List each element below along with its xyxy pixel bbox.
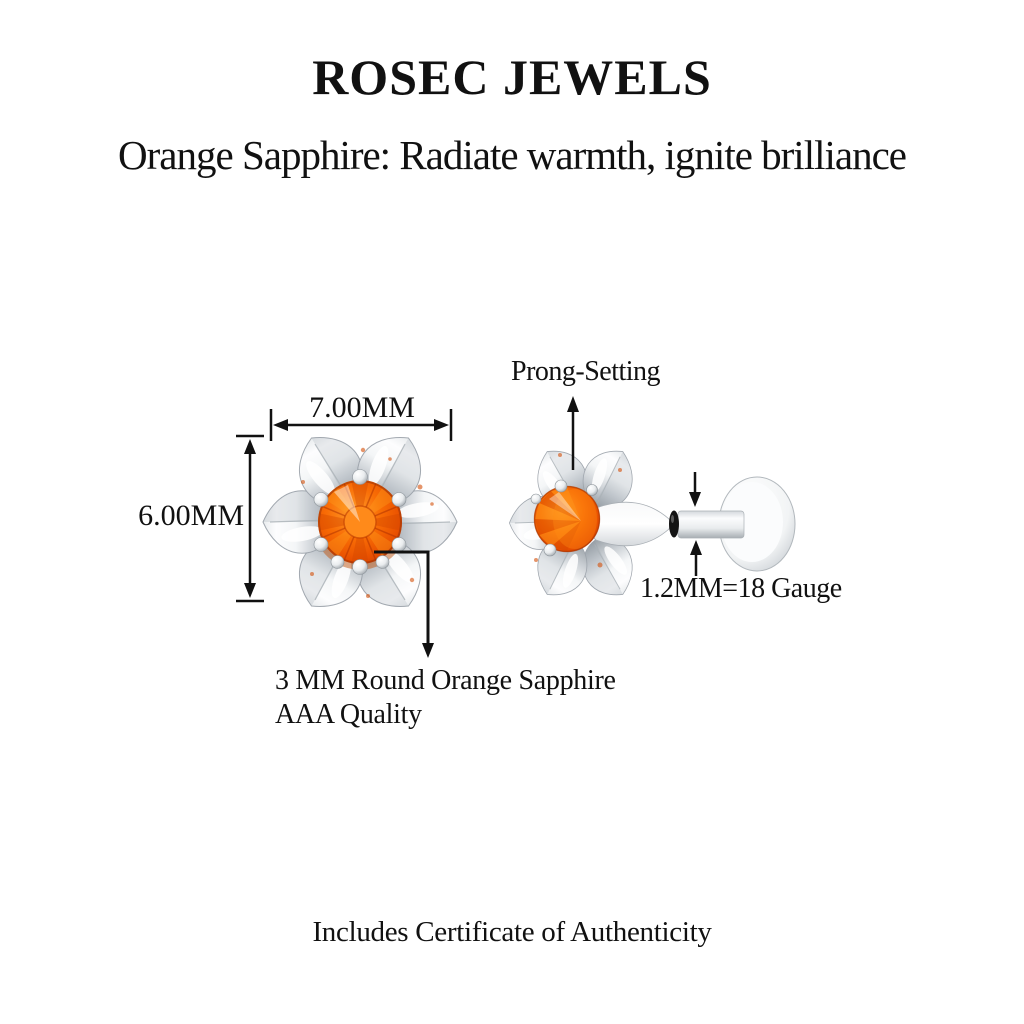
side-petal-reflections <box>534 453 622 568</box>
width-dimension-line <box>269 409 453 441</box>
certificate-note: Includes Certificate of Authenticity <box>312 916 712 948</box>
brand-title: ROSEC JEWELS <box>312 49 712 105</box>
prong-setting-label: Prong-Setting <box>511 356 661 387</box>
stone-note-line1: 3 MM Round Orange Sapphire <box>275 665 616 696</box>
product-tagline: Orange Sapphire: Radiate warmth, ignite … <box>118 132 907 178</box>
side-prong-balls <box>530 479 598 557</box>
front-view-earring <box>262 421 458 623</box>
prong-balls <box>313 469 407 575</box>
stone-leader-arrow <box>374 550 434 658</box>
gauge-arrows <box>689 472 702 576</box>
setting-cone <box>589 501 672 547</box>
o-ring-highlight <box>671 515 674 523</box>
orange-sapphire-side <box>533 485 601 553</box>
post-gauge-label: 1.2MM=18 Gauge <box>640 573 842 604</box>
labret-disc-face <box>721 482 783 562</box>
height-dimension-label: 6.00MM <box>138 499 244 532</box>
post-o-ring <box>669 510 679 538</box>
prong-setting-arrow <box>567 396 579 470</box>
stone-note: 3 MM Round Orange Sapphire AAA Quality <box>275 664 616 732</box>
threaded-post <box>677 510 745 539</box>
petal-reflections <box>301 447 434 598</box>
orange-sapphire-front <box>318 480 402 564</box>
height-dimension-line <box>236 434 264 603</box>
width-dimension-label: 7.00MM <box>309 391 415 424</box>
stone-note-line2: AAA Quality <box>275 699 422 730</box>
side-view-earring <box>508 437 796 609</box>
